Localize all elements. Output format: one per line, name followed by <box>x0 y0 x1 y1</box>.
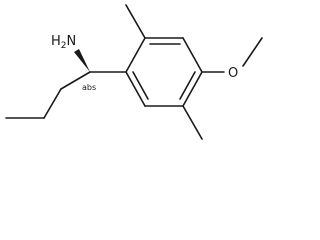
amine-label: H2N <box>51 34 76 51</box>
ring-double-bond-inner-1 <box>132 71 149 100</box>
ring-bond-6 <box>125 71 146 107</box>
ring-bond-1 <box>125 37 146 73</box>
bond-methyl-top <box>125 4 146 39</box>
bond-chain-3 <box>60 71 91 90</box>
bond-chain-2 <box>43 88 62 119</box>
stereo-abs-label: abs <box>82 83 96 92</box>
amine-label-subscript: 2 <box>61 41 67 51</box>
bond-methyl-bottom <box>182 105 203 140</box>
amine-label-n: N <box>67 34 77 49</box>
amine-label-h: H <box>51 34 61 49</box>
chemical-structure-diagram: H2N abs O <box>5 4 263 140</box>
oxygen-label: O <box>228 66 238 81</box>
ring-bond-4 <box>182 71 203 107</box>
ring-bond-3 <box>182 37 203 73</box>
stereo-wedge-bond <box>74 49 90 72</box>
ring-double-bond-inner-3 <box>179 71 196 100</box>
bond-oxygen-methyl <box>242 37 263 67</box>
